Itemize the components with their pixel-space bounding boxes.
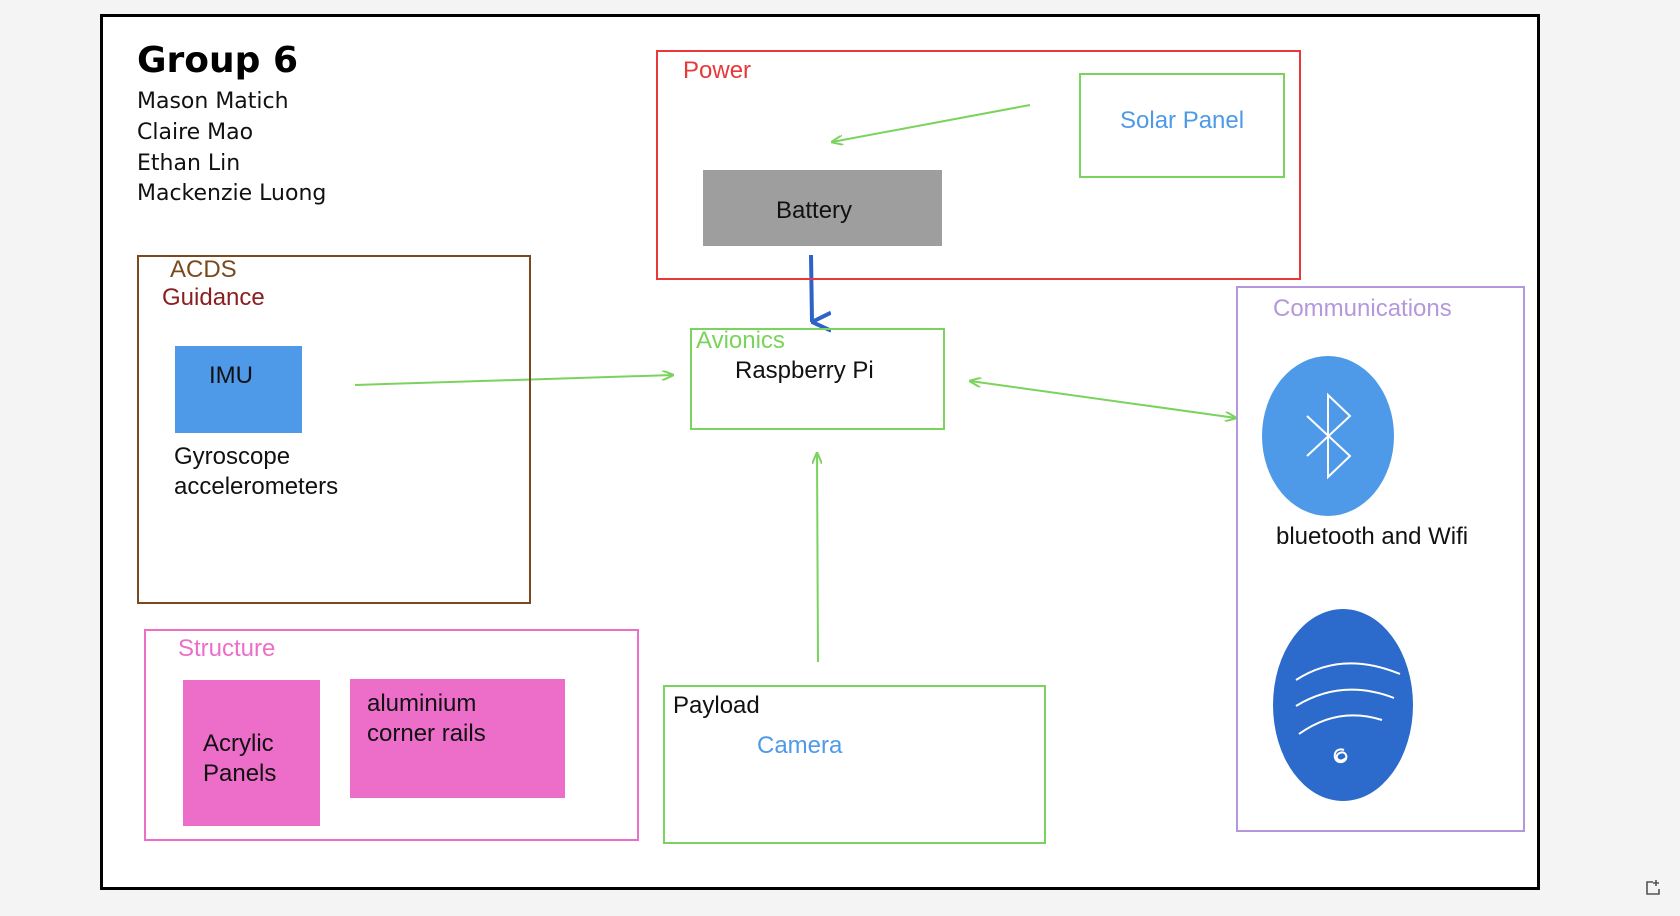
guidance-label: Guidance [162, 284, 265, 311]
member-name: Claire Mao [137, 120, 254, 145]
acrylic-label: Acrylic [203, 730, 274, 757]
acds-label: ACDS [170, 256, 237, 283]
arrow-solar-to-battery [832, 104, 1031, 142]
avionics-box [690, 328, 945, 430]
camera-label: Camera [757, 732, 843, 759]
acrylic-panels-box [183, 680, 320, 826]
structure-box [144, 629, 639, 841]
aluminium-label: aluminium [367, 690, 477, 717]
imu-label: IMU [209, 362, 253, 389]
arrow-battery-to-avionics [809, 254, 812, 322]
imu-box [175, 346, 302, 433]
wifi-icon [1273, 609, 1413, 801]
solar-panel-box [1079, 73, 1285, 178]
battery-label: Battery [776, 197, 853, 224]
arrow-avionics-communications [970, 381, 1236, 418]
arrow-payload-to-avionics [817, 453, 818, 663]
raspberry-pi-label: Raspberry Pi [735, 357, 874, 384]
payload-box [663, 685, 1046, 844]
acds-box [137, 255, 531, 604]
member-name: Mackenzie Luong [137, 181, 327, 206]
member-name: Ethan Lin [137, 151, 241, 176]
bluetooth-icon [1262, 356, 1394, 516]
solar-panel-label: Solar Panel [1120, 107, 1245, 134]
power-label: Power [683, 57, 752, 84]
expand-icon[interactable] [1644, 879, 1662, 897]
avionics-label: Avionics [696, 327, 785, 354]
power-box [656, 50, 1301, 280]
communications-box [1236, 286, 1525, 832]
corner-rails-box [350, 679, 565, 798]
member-name: Mason Matich [137, 89, 289, 114]
arrow-imu-to-avionics [354, 375, 673, 386]
structure-label: Structure [178, 635, 276, 662]
accelerometers-label: accelerometers [174, 473, 339, 500]
payload-label: Payload [673, 692, 760, 719]
panels-label: Panels [203, 760, 277, 787]
battery-box [703, 170, 942, 246]
group-title: Group 6 [137, 40, 299, 81]
bluetooth-wifi-caption: bluetooth and Wifi [1276, 523, 1469, 550]
corner-rails-label: corner rails [367, 720, 486, 747]
gyroscope-label: Gyroscope [174, 443, 291, 470]
communications-label: Communications [1273, 295, 1452, 322]
